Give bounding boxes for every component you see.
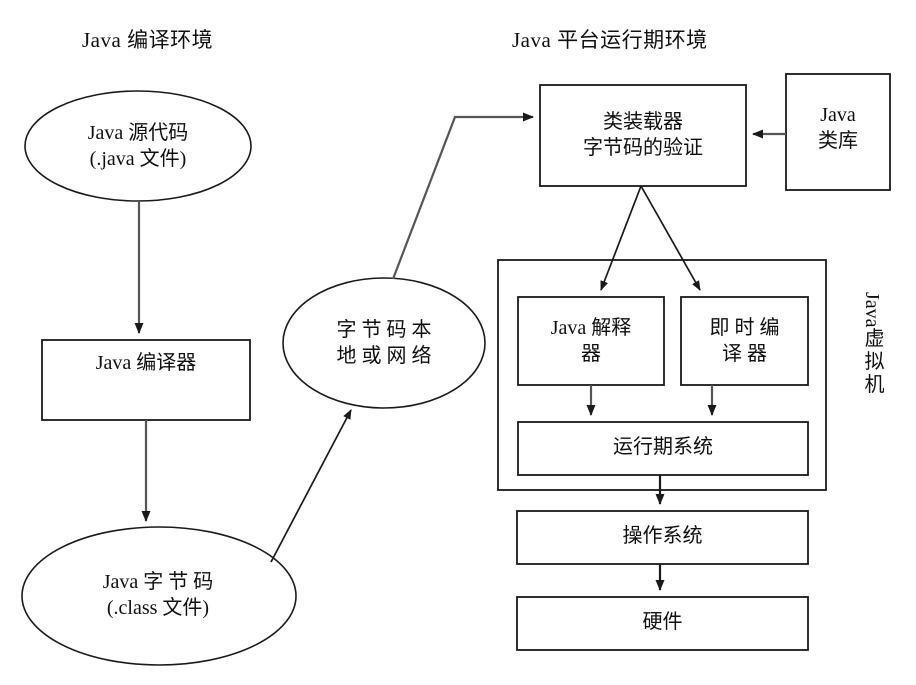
bytecode-transport-ellipse — [282, 277, 486, 409]
jvm-vertical-label: Java虚拟机 — [858, 292, 889, 397]
operating-system-box — [516, 510, 809, 565]
source-code-ellipse — [24, 90, 252, 202]
class-library-box — [785, 73, 891, 191]
bytecode-ellipse — [21, 526, 297, 666]
class-loader-box — [539, 84, 747, 187]
edge-transport-to-class-loader — [391, 112, 534, 280]
jvm-label-latin: Java — [861, 292, 883, 328]
title-compile-environment: Java 编译环境 — [82, 28, 214, 52]
title-runtime-environment: Java 平台运行期环境 — [512, 28, 708, 52]
edge-class-loader-to-interpreter — [600, 185, 642, 291]
hardware-box — [516, 596, 809, 651]
runtime-system-box — [517, 421, 809, 476]
edge-class-loader-to-jit — [640, 185, 701, 291]
interpreter-box — [517, 296, 665, 386]
jit-compiler-box — [680, 296, 809, 386]
compiler-box — [41, 339, 251, 421]
edge-bytecode-to-transport — [270, 409, 352, 563]
jvm-label-cjk: 虚拟机 — [861, 327, 883, 397]
